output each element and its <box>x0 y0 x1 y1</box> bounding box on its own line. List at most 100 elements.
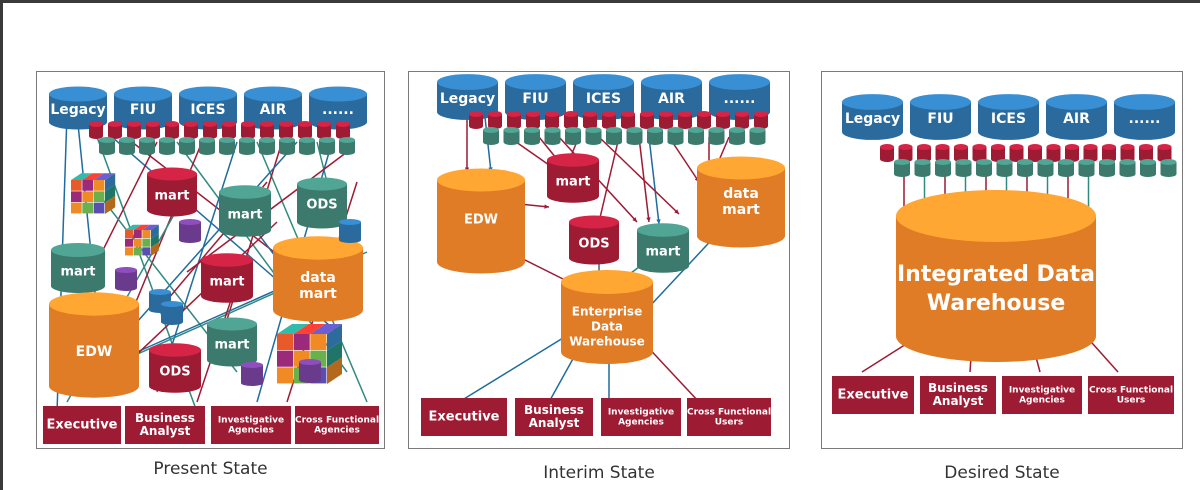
desired-user-3-box <box>1002 376 1082 414</box>
present-red-cylinder-10 <box>260 121 274 139</box>
interim-source-1-cylinder <box>437 74 498 120</box>
desired-user-4-box <box>1088 376 1174 414</box>
interim-teal-cylinder-6 <box>585 127 602 145</box>
interim-arrow-13 <box>638 136 651 223</box>
interim-ods-label: ODS <box>578 237 609 252</box>
present-mart-3-label: mart <box>61 265 96 280</box>
present-red-cylinder-14 <box>336 121 350 139</box>
interim-red-cylinder-7 <box>583 111 597 129</box>
present-teal-cylinder-11 <box>299 137 315 155</box>
desired-user-4-label-line-2: Users <box>1117 396 1146 406</box>
interim-teal-cylinder-7 <box>606 127 622 145</box>
interim-enterprise-dw-label-line-3: Warehouse <box>569 335 645 349</box>
present-teal-cylinder-6 <box>199 137 215 155</box>
present-small-store-7 <box>299 359 321 383</box>
desired-idw-label-line-2: Warehouse <box>927 291 1066 316</box>
interim-user-4-box <box>687 398 771 436</box>
present-user-3-label-line-2: Agencies <box>228 426 274 436</box>
interim-mart-1-cylinder <box>547 153 599 203</box>
desired-red-cylinder-8 <box>1009 144 1024 162</box>
interim-arrow-12 <box>598 136 680 215</box>
present-datamart-label-line-1: data <box>300 270 336 286</box>
present-red-cylinder-12 <box>298 121 312 139</box>
desired-red-cylinder-12 <box>1083 144 1098 162</box>
present-user-4-label-line-2: Agencies <box>314 426 360 436</box>
present-user-2-label-line-1: Business <box>135 411 195 425</box>
desired-red-cylinder-10 <box>1046 144 1061 162</box>
interim-source-3-label: ICES <box>586 91 621 107</box>
interim-red-cylinder-15 <box>735 111 749 129</box>
interim-teal-cylinder-12 <box>708 127 725 145</box>
interim-enterprise-dw-cylinder <box>561 270 653 364</box>
present-red-cylinder-11 <box>279 121 293 139</box>
desired-teal-cylinder-8 <box>1037 159 1054 177</box>
present-ods-2-label: ODS <box>159 365 190 380</box>
desired-source-1-label: Legacy <box>845 111 900 127</box>
interim-red-cylinder-10 <box>640 111 654 129</box>
present-teal-cylinder-12 <box>319 137 335 155</box>
interim-user-2-box <box>515 398 593 436</box>
interim-red-cylinder-5 <box>545 111 559 129</box>
present-user-2-box <box>125 406 205 444</box>
desired-teal-cylinder-5 <box>976 159 992 177</box>
desired-source-1-cylinder <box>842 94 903 140</box>
interim-source-4-label: AIR <box>658 91 685 107</box>
interim-source-5-label: ...... <box>724 91 756 107</box>
present-state-caption: Present State <box>153 459 268 479</box>
present-edw-cylinder <box>49 292 139 398</box>
interim-teal-cylinder-4 <box>544 127 561 145</box>
present-small-store-6 <box>241 362 263 386</box>
present-user-3-label-line-1: Investigative <box>218 416 284 426</box>
interim-red-cylinder-3 <box>507 111 521 129</box>
present-red-cylinder-8 <box>222 121 236 139</box>
present-teal-cylinder-5 <box>179 137 195 155</box>
interim-user-3-label-line-1: Investigative <box>608 408 674 418</box>
present-small-store-5 <box>161 301 183 325</box>
desired-user-3-label-line-1: Investigative <box>1009 386 1075 396</box>
desired-source-2-label: FIU <box>927 111 953 127</box>
desired-teal-cylinder-2 <box>914 159 931 177</box>
interim-source-4-cylinder <box>641 74 702 120</box>
desired-source-3-cylinder <box>978 94 1039 140</box>
present-teal-cylinder-13 <box>339 137 355 155</box>
desired-user-1-box <box>832 376 914 414</box>
desired-red-cylinder-13 <box>1102 144 1116 162</box>
interim-red-cylinder-8 <box>602 111 616 129</box>
desired-red-cylinder-2 <box>898 144 913 162</box>
present-ods-2-cylinder <box>149 343 201 393</box>
present-mart-4-cylinder <box>201 253 253 303</box>
present-red-cylinder-4 <box>146 121 160 139</box>
interim-mart-2-label: mart <box>646 245 681 260</box>
interim-red-cylinder-2 <box>488 111 502 129</box>
present-user-1-box <box>43 406 121 444</box>
present-red-cylinder-9 <box>241 121 255 139</box>
present-edw-label: EDW <box>76 344 113 360</box>
present-olap-cube-1 <box>71 173 116 214</box>
desired-teal-cylinder-6 <box>996 159 1013 177</box>
present-source-3-cylinder <box>179 86 237 130</box>
interim-arrow-7 <box>648 136 661 225</box>
desired-user-4-label-line-1: Cross Functional <box>1089 386 1173 396</box>
present-mart-3-cylinder <box>51 242 105 294</box>
desired-red-cylinder-11 <box>1065 144 1079 162</box>
present-teal-cylinder-4 <box>159 137 175 155</box>
interim-red-cylinder-13 <box>697 111 711 129</box>
interim-enterprise-dw-label-line-1: Enterprise <box>572 305 642 319</box>
interim-teal-cylinder-10 <box>667 127 684 145</box>
desired-teal-cylinder-14 <box>1160 159 1177 177</box>
desired-teal-cylinder-10 <box>1078 159 1095 177</box>
desired-source-5-label: ...... <box>1129 111 1161 127</box>
interim-red-cylinder-16 <box>754 111 768 129</box>
present-red-cylinder-2 <box>108 121 122 139</box>
desired-teal-cylinder-11 <box>1099 159 1115 177</box>
desired-user-1-label: Executive <box>837 388 908 403</box>
desired-red-cylinder-15 <box>1139 144 1153 162</box>
present-mart-1-label: mart <box>155 189 190 204</box>
desired-state-caption: Desired State <box>944 463 1060 483</box>
present-red-cylinder-5 <box>165 121 179 139</box>
